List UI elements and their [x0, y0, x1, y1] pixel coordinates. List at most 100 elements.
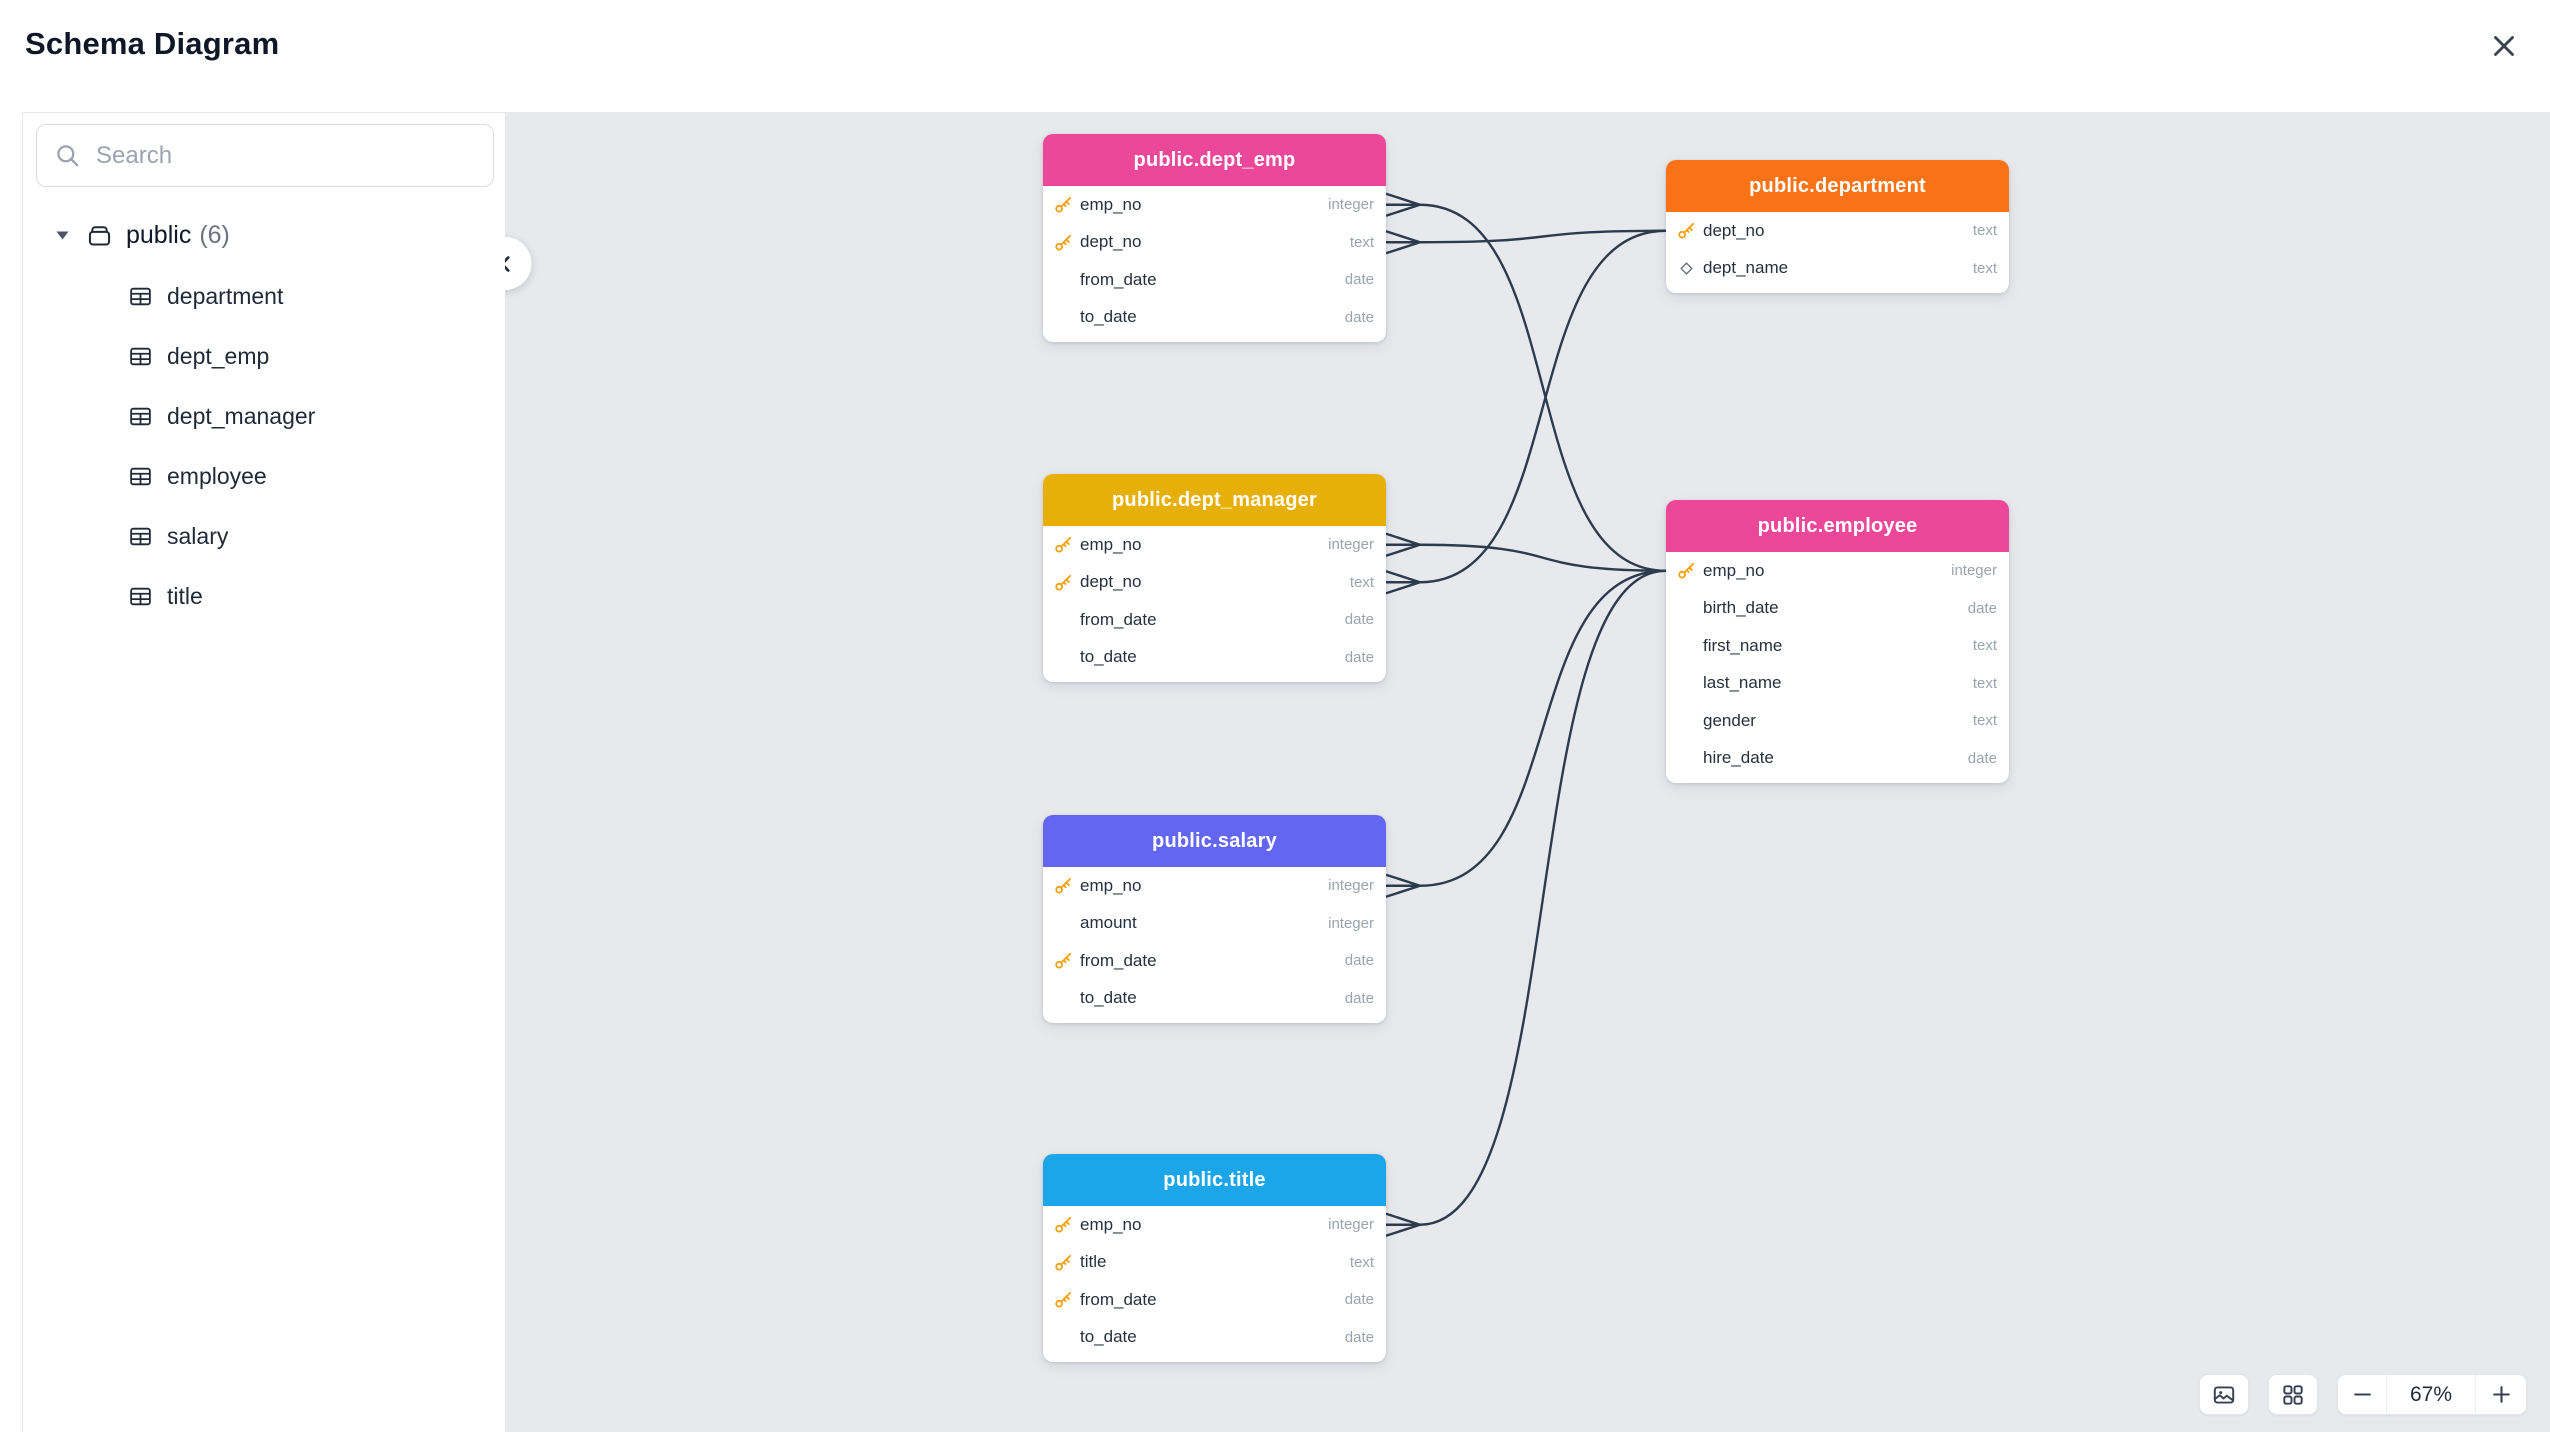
zoom-out-button[interactable]: [2338, 1375, 2387, 1414]
search-input[interactable]: [96, 141, 476, 170]
column-type: text: [1972, 637, 1997, 655]
primary-key-icon: [1052, 571, 1075, 594]
table-item-label: dept_manager: [167, 402, 316, 429]
sidebar-item-employee[interactable]: employee: [23, 446, 505, 506]
column-name: from_date: [1080, 609, 1157, 629]
no-icon: [1675, 709, 1698, 732]
sidebar-item-dept_manager[interactable]: dept_manager: [23, 386, 505, 446]
table-item-label: employee: [167, 462, 267, 489]
image-icon: [2211, 1382, 2237, 1408]
grid-icon: [2280, 1382, 2306, 1408]
column-type: text: [1349, 233, 1374, 251]
column-type: date: [1344, 989, 1374, 1007]
primary-key-icon: [1052, 533, 1075, 556]
table-icon: [128, 584, 153, 609]
schema-sidebar: public (6) department dept_emp dept_manage…: [22, 112, 505, 1432]
table-node-title: public.department: [1666, 160, 2009, 212]
unique-diamond-icon: [1675, 257, 1698, 280]
table-icon: [128, 524, 153, 549]
primary-key-icon: [1052, 1288, 1075, 1311]
column-name: from_date: [1080, 269, 1157, 289]
no-icon: [1675, 747, 1698, 770]
column-name: birth_date: [1703, 598, 1779, 618]
column-name: last_name: [1703, 673, 1782, 693]
column-type: date: [1344, 1328, 1374, 1346]
table-item-label: title: [167, 582, 203, 609]
tree-schema-public[interactable]: public (6): [23, 211, 505, 259]
auto-layout-button[interactable]: [2268, 1374, 2318, 1415]
page-title: Schema Diagram: [25, 26, 280, 61]
primary-key-icon: [1052, 231, 1075, 254]
close-button[interactable]: [2482, 24, 2526, 68]
column-type: date: [1967, 599, 1997, 617]
column-name: from_date: [1080, 950, 1157, 970]
column-row: birth_date date: [1666, 590, 2009, 628]
column-name: to_date: [1080, 647, 1137, 667]
relationship-edges-layer: [1385, 192, 1667, 1237]
sidebar-item-salary[interactable]: salary: [23, 506, 505, 566]
schema-name: public: [126, 220, 192, 249]
column-name: dept_no: [1080, 572, 1142, 592]
no-icon: [1675, 672, 1698, 695]
column-type: integer: [1328, 536, 1374, 554]
table-node-title: public.title: [1043, 1154, 1386, 1206]
schema-icon: [86, 222, 113, 249]
caret-down-icon[interactable]: [54, 230, 70, 241]
table-item-label: department: [167, 282, 284, 309]
schema-table-count: (6): [199, 220, 230, 249]
column-name: to_date: [1080, 1327, 1137, 1347]
sidebar-item-department[interactable]: department: [23, 266, 505, 326]
export-image-button[interactable]: [2199, 1374, 2249, 1415]
chevron-left-icon: [505, 251, 518, 277]
column-type: date: [1344, 611, 1374, 629]
column-type: integer: [1328, 914, 1374, 932]
no-icon: [1052, 608, 1075, 631]
column-type: text: [1972, 712, 1997, 730]
no-icon: [1052, 912, 1075, 935]
column-name: emp_no: [1080, 1214, 1142, 1234]
primary-key-icon: [1052, 1213, 1075, 1236]
column-name: to_date: [1080, 988, 1137, 1008]
column-name: emp_no: [1080, 875, 1142, 895]
sidebar-item-title[interactable]: title: [23, 566, 505, 626]
column-row: dept_no text: [1043, 224, 1386, 262]
column-name: dept_no: [1080, 232, 1142, 252]
zoom-in-button[interactable]: [2475, 1375, 2526, 1414]
column-row: to_date date: [1043, 980, 1386, 1018]
primary-key-icon: [1675, 219, 1698, 242]
column-type: integer: [1328, 877, 1374, 895]
table-icon: [128, 344, 153, 369]
column-name: hire_date: [1703, 748, 1774, 768]
search-box: [36, 124, 494, 187]
table-node-title: public.dept_emp: [1043, 134, 1386, 186]
sidebar-item-dept_emp[interactable]: dept_emp: [23, 326, 505, 386]
schema-tree: public (6) department dept_emp dept_manage…: [23, 211, 505, 626]
table-icon: [128, 464, 153, 489]
column-name: dept_name: [1703, 258, 1789, 278]
table-node-title: public.dept_manager: [1043, 474, 1386, 526]
top-bar: Schema Diagram: [0, 0, 2550, 112]
relationship-edge-dept_emp-employee: [1385, 192, 1667, 572]
table-item-label: salary: [167, 522, 229, 549]
no-icon: [1052, 268, 1075, 291]
